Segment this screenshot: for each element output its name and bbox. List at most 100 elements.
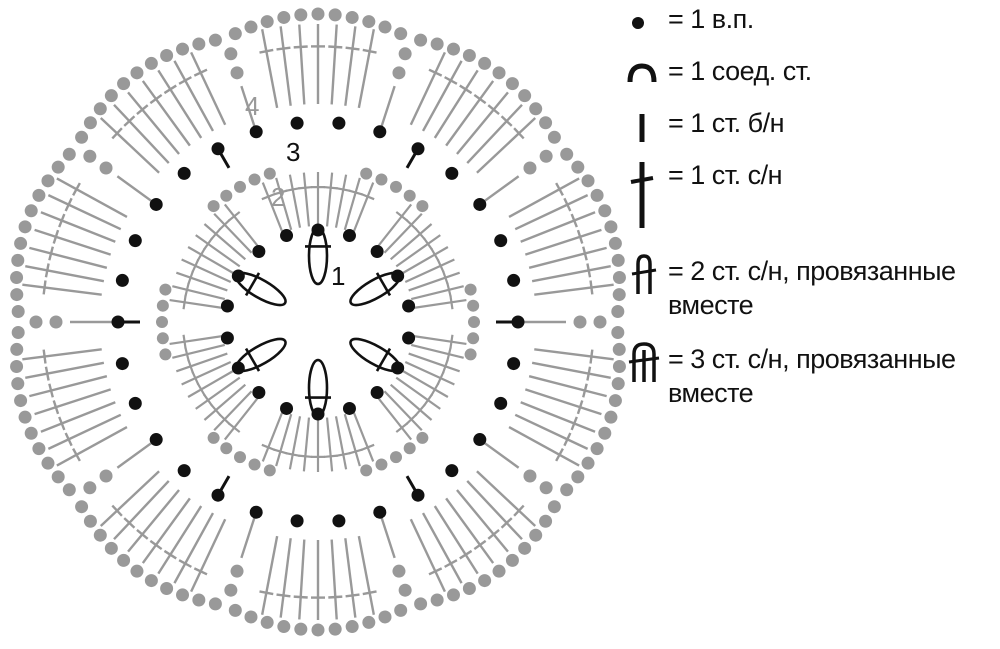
round2-dc-stitch (404, 360, 455, 386)
round2-dc-stitch (203, 383, 247, 421)
round4-dc-stitch-bar (48, 383, 54, 398)
round4-chain-dot (11, 253, 25, 267)
round2-dc-stitch-bar (191, 371, 200, 385)
round4-chain-dot (492, 66, 506, 80)
round2-dc-stitch-bar (360, 192, 375, 201)
round4-dc-stitch (22, 283, 102, 296)
round2-dc-stitch (412, 298, 467, 310)
round2-chain-dot (220, 189, 233, 202)
round4-chain-dot (345, 10, 359, 24)
round2-dc-stitch-bar (442, 359, 449, 374)
round4-chain-dot (176, 588, 190, 602)
round4-chain-dot (518, 541, 532, 555)
round4-dc-stitch (421, 60, 463, 132)
round1-chain-dot (370, 385, 384, 399)
round3-chain-dot (494, 396, 508, 410)
round4-chain-dot (228, 603, 242, 617)
round2-dc-stitch-bar (273, 189, 288, 196)
round2-dc-stitch-bar (405, 413, 418, 425)
round2-chain-dot (390, 451, 402, 464)
round3-sc-stitch (405, 475, 417, 491)
round2-dc-stitch-bar (187, 359, 194, 374)
round2-dc-stitch-bar (285, 452, 300, 457)
round4-dc-stitch (190, 518, 227, 593)
round2-dc-stitch-bar (395, 211, 408, 222)
round4-dc-stitch-bar (487, 528, 500, 540)
round2-chain-dot (220, 442, 233, 455)
round4-chain-dot (144, 56, 158, 70)
round2-dc-stitch (410, 285, 464, 301)
round4-dc-stitch (141, 80, 191, 147)
round4-chain-dot (11, 377, 25, 391)
round2-dc-stitch (172, 285, 226, 301)
round2-dc-stitch-bar (395, 422, 408, 433)
round4-dc-stitch (476, 470, 537, 527)
round4-dc-stitch-bar (163, 84, 177, 95)
round4-dc-stitch (34, 228, 112, 256)
round4-chain-dot (362, 15, 376, 29)
round3-chain-dot (111, 315, 125, 329)
round2-chain-dot (390, 180, 402, 193)
round4-dc-stitch-bar (178, 559, 192, 568)
round4-dc-stitch (466, 103, 523, 164)
round4-chain-dot (612, 270, 626, 284)
round4-chain-dot (228, 27, 242, 41)
round4-dc-stitch-bar (58, 213, 66, 228)
round4-chain-dot (18, 220, 32, 234)
round2-dc-stitch (275, 177, 293, 231)
round2-dc-stitch (181, 258, 232, 284)
round4-dc-stitch-bar (44, 263, 50, 278)
round4-dc-stitch (466, 480, 523, 541)
round2-dc-stitch (376, 203, 413, 248)
round3-chain-dot (115, 357, 129, 371)
round2-dc-stitch (261, 410, 284, 462)
round4-dc-stitch (508, 425, 580, 467)
round4-chain-dot (492, 564, 506, 578)
round2-dc-stitch (352, 410, 375, 462)
round1-cluster-bar (244, 347, 261, 372)
round4-dc-stitch (141, 497, 191, 564)
round4-dc-stitch-bar (586, 366, 592, 381)
round4-chain-dot (581, 174, 595, 188)
round4-chain-dot (539, 116, 553, 130)
round4-chain-dot (560, 147, 574, 161)
round4-chain-dot (51, 160, 65, 174)
round2-dc-stitch (195, 234, 241, 268)
round4-dc-stitch-bar (42, 349, 47, 364)
round2-dc-stitch (175, 271, 228, 292)
round4-chain-dot (10, 360, 24, 374)
round2-dc-stitch (343, 413, 361, 467)
round4-chain-dot (208, 597, 222, 611)
row-label-3: 3 (286, 137, 300, 167)
round4-dc-stitch-bar (136, 104, 149, 116)
round4-chain-dot (41, 456, 55, 470)
round4-dc-stitch-bar (555, 448, 564, 462)
round1-cluster-bar (375, 347, 392, 372)
round2-dc-stitch (404, 258, 455, 284)
round4-dc-stitch-bar (345, 46, 360, 51)
round4-dc-stitch (127, 91, 180, 155)
round2-chain-dot (468, 316, 480, 328)
round4-chain-dot (311, 7, 325, 21)
round2-dc-stitch-bar (203, 237, 214, 251)
round4-dc-stitch (173, 512, 215, 584)
round4-chain-dot (260, 615, 274, 629)
round3-sc-stitch (405, 153, 417, 169)
round4-dc-stitch-bar (44, 366, 50, 381)
round2-dc-stitch-bar (323, 454, 338, 459)
round4-dc-stitch-bar (576, 229, 584, 244)
round2-dc-stitch (261, 182, 284, 234)
round2-chain-dot (403, 189, 416, 202)
round2-dc-stitch-bar (203, 393, 214, 407)
round1-chain-dot (311, 407, 325, 421)
round4-dc-stitch-bar (328, 45, 343, 49)
round4-dc-stitch-bar (163, 549, 177, 560)
round2-dc-stitch (203, 223, 247, 261)
round4-chain-dot (93, 102, 107, 116)
round2-dc-stitch (213, 390, 253, 432)
round2-dc-stitch-bar (196, 247, 206, 262)
round4-dc-stitch (29, 246, 108, 269)
round2-dc-stitch-bar (446, 282, 452, 297)
round4-dc-stitch-bar (149, 539, 163, 551)
